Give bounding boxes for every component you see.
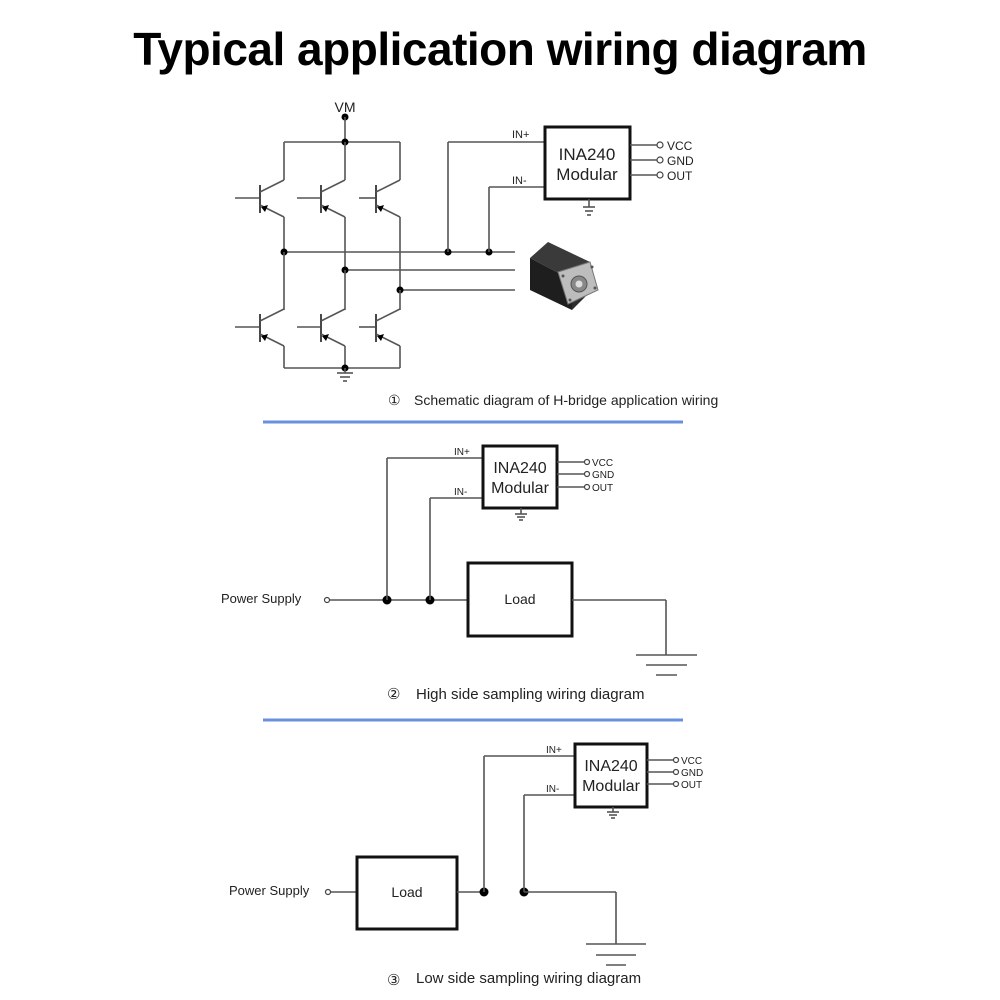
- load-label: Load: [504, 591, 535, 607]
- power-supply-label: Power Supply: [229, 883, 310, 898]
- ina240-module: INA240 Modular VCC GND OUT: [573, 742, 703, 819]
- module-name: INA240: [584, 758, 637, 775]
- caption-3-number: ③: [387, 972, 400, 989]
- in-plus-label: IN+: [454, 447, 470, 458]
- transistor-q2: [297, 179, 346, 270]
- load-label: Load: [391, 884, 422, 900]
- gnd-pin-label: GND: [667, 154, 694, 168]
- caption-1: Schematic diagram of H-bridge applicatio…: [414, 392, 718, 408]
- in-plus-label: IN+: [512, 129, 529, 141]
- module-subtitle: Modular: [556, 165, 618, 184]
- transistor-q1: [235, 179, 285, 252]
- out-pin-label: OUT: [667, 169, 693, 183]
- ground-icon: [607, 807, 619, 819]
- transistor-q6: [359, 308, 401, 347]
- caption-3: Low side sampling wiring diagram: [416, 970, 641, 987]
- vcc-pin-label: VCC: [592, 458, 613, 469]
- module-name: INA240: [493, 460, 546, 477]
- power-supply-label: Power Supply: [221, 591, 302, 606]
- gnd-pin-label: GND: [681, 768, 703, 779]
- vcc-pin-label: VCC: [667, 139, 693, 153]
- ground-icon: [636, 654, 697, 676]
- module-subtitle: Modular: [582, 778, 640, 795]
- ground-icon: [515, 508, 527, 521]
- high-side-diagram: Power Supply IN+ IN- INA240 Modular VCC …: [221, 444, 697, 703]
- out-pin-label: OUT: [681, 780, 702, 791]
- ina240-module: INA240 Modular VCC GND OUT: [481, 444, 614, 521]
- ground-icon: [586, 943, 646, 966]
- load-block: Load: [466, 561, 574, 638]
- page-title: Typical application wiring diagram: [133, 23, 867, 75]
- load-block: Load: [355, 855, 459, 931]
- vcc-pin-label: VCC: [681, 756, 702, 767]
- transistor-q5: [297, 308, 346, 347]
- vm-label: VM: [335, 99, 356, 115]
- in-minus-label: IN-: [546, 784, 559, 795]
- ina240-module: INA240 Modular VCC GND OUT: [543, 125, 694, 216]
- ground-icon: [337, 368, 353, 382]
- in-plus-label: IN+: [546, 745, 562, 756]
- module-subtitle: Modular: [491, 480, 549, 497]
- stepper-motor-icon: [530, 242, 599, 310]
- low-side-diagram: Power Supply Load IN+ IN- INA240 Modular: [229, 742, 703, 989]
- ground-icon: [583, 199, 595, 216]
- transistor-q4: [235, 308, 285, 347]
- in-minus-label: IN-: [512, 175, 527, 187]
- in-minus-label: IN-: [454, 487, 467, 498]
- caption-2-number: ②: [387, 686, 400, 703]
- out-pin-label: OUT: [592, 483, 613, 494]
- caption-2: High side sampling wiring diagram: [416, 686, 644, 703]
- gnd-pin-label: GND: [592, 470, 614, 481]
- transistor-q3: [359, 179, 401, 290]
- caption-1-number: ①: [388, 392, 401, 408]
- h-bridge-diagram: VM: [235, 99, 718, 408]
- module-name: INA240: [559, 145, 616, 164]
